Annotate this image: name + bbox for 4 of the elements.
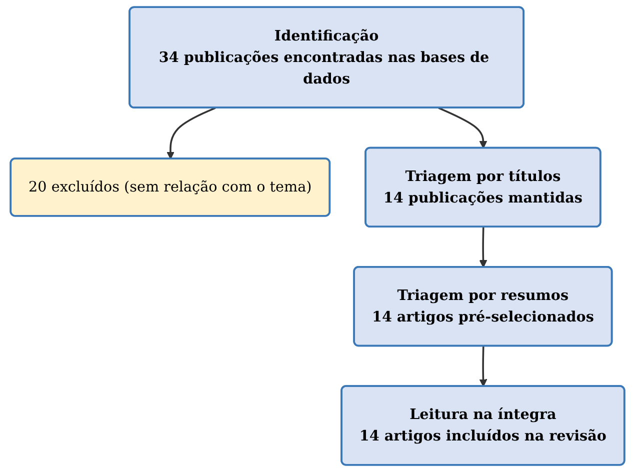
- arrow: [479, 227, 488, 268]
- arrow: [438, 107, 488, 149]
- arrow: [166, 107, 216, 160]
- arrow: [479, 346, 488, 387]
